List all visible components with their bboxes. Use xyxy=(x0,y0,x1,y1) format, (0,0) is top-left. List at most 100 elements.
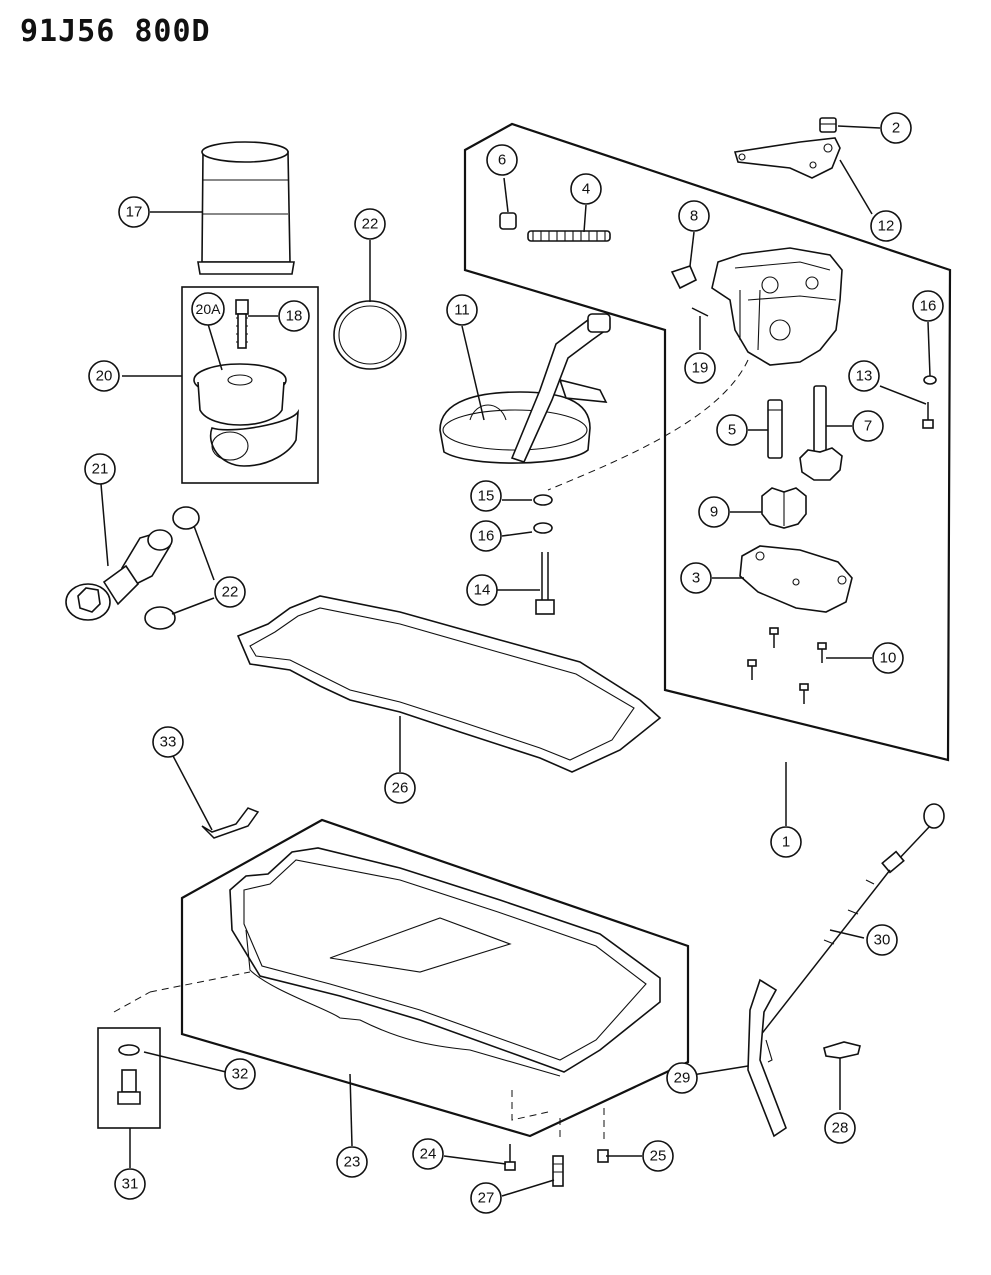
leader-lines xyxy=(100,125,931,1197)
svg-text:22: 22 xyxy=(222,584,239,601)
callout-29: 29 xyxy=(666,1062,698,1094)
svg-text:15: 15 xyxy=(478,488,495,505)
oil-pan-part-23 xyxy=(229,847,661,1077)
svg-text:24: 24 xyxy=(420,1146,437,1163)
callout-16-lower: 16 xyxy=(470,520,502,552)
callout-17: 17 xyxy=(118,196,150,228)
oil-filter-part-17 xyxy=(197,141,295,275)
callout-32: 32 xyxy=(224,1058,256,1090)
oil-pan-gasket-part-26 xyxy=(236,595,662,773)
callout-19: 19 xyxy=(684,352,716,384)
callout-25: 25 xyxy=(642,1140,674,1172)
svg-text:21: 21 xyxy=(92,461,109,478)
svg-text:6: 6 xyxy=(498,152,506,169)
svg-text:5: 5 xyxy=(728,422,736,439)
oil-pan-outline-box xyxy=(180,818,690,1138)
callout-20: 20 xyxy=(88,360,120,392)
breather-fitting-part-28 xyxy=(823,1041,861,1059)
washer-part-15 xyxy=(533,494,553,506)
callout-3: 3 xyxy=(680,562,712,594)
o-ring-part-22-small-b xyxy=(144,606,176,630)
svg-text:30: 30 xyxy=(874,932,891,949)
svg-text:16: 16 xyxy=(478,528,495,545)
callout-8: 8 xyxy=(678,200,710,232)
svg-text:29: 29 xyxy=(674,1070,691,1087)
svg-text:12: 12 xyxy=(878,218,895,235)
callout-22-upper: 22 xyxy=(354,208,386,240)
bushing-part-6 xyxy=(499,212,517,230)
filter-adapter-part-20a xyxy=(193,363,300,467)
bolt-part-13 xyxy=(922,402,934,429)
drain-plug-part-31 xyxy=(117,1044,141,1105)
svg-text:11: 11 xyxy=(454,302,470,319)
svg-text:8: 8 xyxy=(690,208,698,225)
svg-text:18: 18 xyxy=(286,308,303,325)
svg-text:16: 16 xyxy=(920,298,937,315)
washer-part-16-upper xyxy=(923,375,937,385)
dipstick-part-30 xyxy=(759,803,945,1037)
drain-plug-box-part-31 xyxy=(97,1027,161,1129)
callout-12: 12 xyxy=(870,210,902,242)
svg-text:4: 4 xyxy=(582,181,590,198)
callout-27: 27 xyxy=(470,1182,502,1214)
svg-text:1: 1 xyxy=(782,834,790,851)
plug-part-8 xyxy=(670,265,698,290)
spring-part-4 xyxy=(527,230,611,242)
svg-text:23: 23 xyxy=(344,1154,361,1171)
nut-part-2 xyxy=(819,117,837,133)
bolt-part-14 xyxy=(535,552,555,615)
stud-part-27 xyxy=(552,1155,564,1187)
callout-16-upper: 16 xyxy=(912,290,944,322)
svg-text:32: 32 xyxy=(232,1066,249,1083)
svg-text:17: 17 xyxy=(126,204,143,221)
shaft-part-5 xyxy=(767,399,783,459)
callout-24: 24 xyxy=(412,1138,444,1170)
svg-text:25: 25 xyxy=(650,1148,667,1165)
svg-text:28: 28 xyxy=(832,1120,849,1137)
pin-part-19 xyxy=(691,307,709,317)
svg-text:26: 26 xyxy=(392,780,409,797)
callout-4: 4 xyxy=(570,173,602,205)
callout-1: 1 xyxy=(770,826,802,858)
adapter-bolt-part-21 xyxy=(65,529,173,621)
oil-pump-assembly-outline xyxy=(463,122,952,762)
svg-text:2: 2 xyxy=(892,120,900,137)
svg-text:22: 22 xyxy=(362,216,379,233)
diagram-code: 91J56 800D xyxy=(20,14,211,49)
callout-18: 18 xyxy=(278,300,310,332)
callout-15: 15 xyxy=(470,480,502,512)
callout-23: 23 xyxy=(336,1146,368,1178)
svg-text:27: 27 xyxy=(478,1190,495,1207)
callout-2: 2 xyxy=(880,112,912,144)
callout-9: 9 xyxy=(698,496,730,528)
adapter-stud-part-18 xyxy=(235,299,249,349)
callout-33: 33 xyxy=(152,726,184,758)
oil-pickup-strainer-part-11 xyxy=(439,313,611,464)
callout-7: 7 xyxy=(852,410,884,442)
svg-text:20A: 20A xyxy=(196,301,222,317)
drive-gear-part-7 xyxy=(799,385,843,481)
oil-pump-body xyxy=(711,247,843,366)
washer-part-16-lower xyxy=(533,522,553,534)
svg-text:31: 31 xyxy=(122,1176,139,1193)
callout-5: 5 xyxy=(716,414,748,446)
clip-part-33 xyxy=(201,807,260,839)
o-ring-part-22-small-a xyxy=(172,506,200,530)
callout-30: 30 xyxy=(866,924,898,956)
callout-14: 14 xyxy=(466,574,498,606)
svg-text:20: 20 xyxy=(96,368,113,385)
svg-text:13: 13 xyxy=(856,368,873,385)
callout-20a: 20A xyxy=(191,292,225,326)
filter-adapter-box-part-20 xyxy=(181,286,319,484)
callout-31: 31 xyxy=(114,1168,146,1200)
svg-text:14: 14 xyxy=(474,582,491,599)
callout-28: 28 xyxy=(824,1112,856,1144)
callout-13: 13 xyxy=(848,360,880,392)
svg-text:19: 19 xyxy=(692,360,709,377)
callout-6: 6 xyxy=(486,144,518,176)
callout-22-lower: 22 xyxy=(214,576,246,608)
dipstick-tube-part-29 xyxy=(747,978,787,1138)
callout-11: 11 xyxy=(446,294,478,326)
svg-text:9: 9 xyxy=(710,504,718,521)
